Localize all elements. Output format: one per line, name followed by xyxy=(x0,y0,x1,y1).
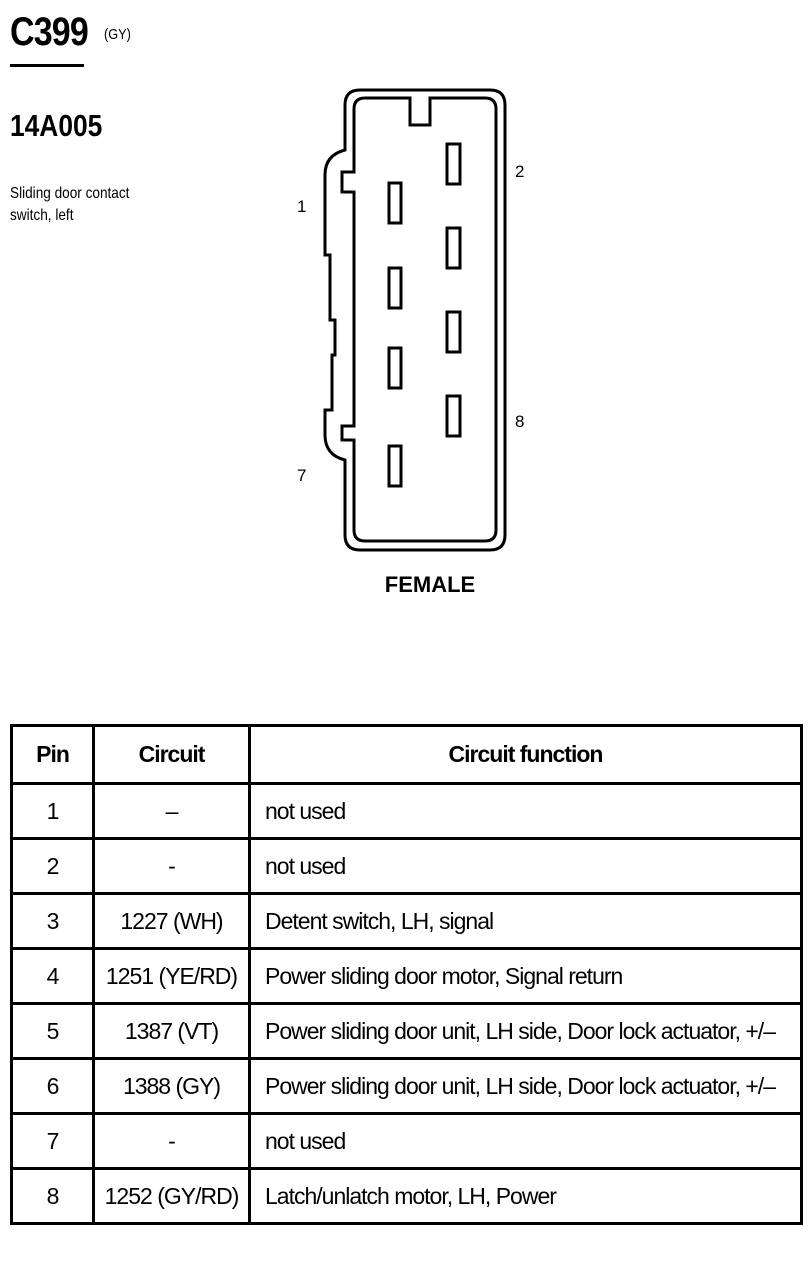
table-row: 2 - not used xyxy=(10,837,803,895)
circuit-cell: 1227 (WH) xyxy=(92,892,251,950)
circuit-cell: 1251 (YE/RD) xyxy=(92,947,251,1005)
pin-cell: 2 xyxy=(10,837,95,895)
table-header-row: Pin Circuit Circuit function xyxy=(10,724,803,785)
function-cell: not used xyxy=(248,1112,803,1170)
table-row: 6 1388 (GY) Power sliding door unit, LH … xyxy=(10,1057,803,1115)
pin-callout-7: 7 xyxy=(297,466,306,485)
pin-7-terminal xyxy=(387,444,403,488)
pin-callout-2: 2 xyxy=(515,162,524,181)
connector-description: Sliding door contact switch, left xyxy=(10,183,180,227)
pin-cell: 6 xyxy=(10,1057,95,1115)
table-row: 5 1387 (VT) Power sliding door unit, LH … xyxy=(10,1002,803,1060)
part-number: 14A005 xyxy=(10,108,103,143)
pin-3-terminal xyxy=(387,266,403,310)
connector-outer-shell xyxy=(323,88,507,552)
pin-cell: 4 xyxy=(10,947,95,1005)
pin-cell: 3 xyxy=(10,892,95,950)
table-row: 7 - not used xyxy=(10,1112,803,1170)
pinout-table: Pin Circuit Circuit function 1 – not use… xyxy=(10,724,803,1225)
pin-8-terminal xyxy=(445,394,462,438)
function-cell: Latch/unlatch motor, LH, Power xyxy=(248,1167,803,1225)
connector-id: C399 xyxy=(10,10,89,54)
connector-face-label: FEMALE xyxy=(384,572,476,597)
circuit-cell: 1388 (GY) xyxy=(92,1057,251,1115)
pin-cell: 1 xyxy=(10,782,95,840)
function-cell: Power sliding door unit, LH side, Door l… xyxy=(248,1002,803,1060)
connector-inner-shell xyxy=(340,96,498,543)
pin-callout-8: 8 xyxy=(515,412,524,431)
pin-callout-1: 1 xyxy=(297,197,306,216)
table-row: 4 1251 (YE/RD) Power sliding door motor,… xyxy=(10,947,803,1005)
pin-cell: 8 xyxy=(10,1167,95,1225)
column-header-pin: Pin xyxy=(10,724,95,785)
pin-4-terminal xyxy=(445,226,462,270)
connector-face-diagram: 1 2 7 8 xyxy=(297,88,524,552)
circuit-cell: 1387 (VT) xyxy=(92,1002,251,1060)
header-underline xyxy=(10,64,84,67)
pin-cell: 7 xyxy=(10,1112,95,1170)
pin-6-terminal xyxy=(445,310,462,354)
table-row: 3 1227 (WH) Detent switch, LH, signal xyxy=(10,892,803,950)
pin-1-terminal xyxy=(387,181,403,225)
column-header-circuit: Circuit xyxy=(92,724,251,785)
function-cell: Power sliding door motor, Signal return xyxy=(248,947,803,1005)
circuit-cell: 1252 (GY/RD) xyxy=(92,1167,251,1225)
pin-cell: 5 xyxy=(10,1002,95,1060)
function-cell: not used xyxy=(248,782,803,840)
pin-2-terminal xyxy=(445,142,462,186)
description-line: switch, left xyxy=(10,207,74,224)
pin-5-terminal xyxy=(387,346,403,390)
connector-color: (GY) xyxy=(104,26,131,43)
circuit-cell: - xyxy=(92,837,251,895)
description-line: Sliding door contact xyxy=(10,185,130,202)
function-cell: not used xyxy=(248,837,803,895)
column-header-circuit-function: Circuit function xyxy=(248,724,803,785)
function-cell: Detent switch, LH, signal xyxy=(248,892,803,950)
table-row: 8 1252 (GY/RD) Latch/unlatch motor, LH, … xyxy=(10,1167,803,1225)
circuit-cell: – xyxy=(92,782,251,840)
table-row: 1 – not used xyxy=(10,782,803,840)
function-cell: Power sliding door unit, LH side, Door l… xyxy=(248,1057,803,1115)
circuit-cell: - xyxy=(92,1112,251,1170)
